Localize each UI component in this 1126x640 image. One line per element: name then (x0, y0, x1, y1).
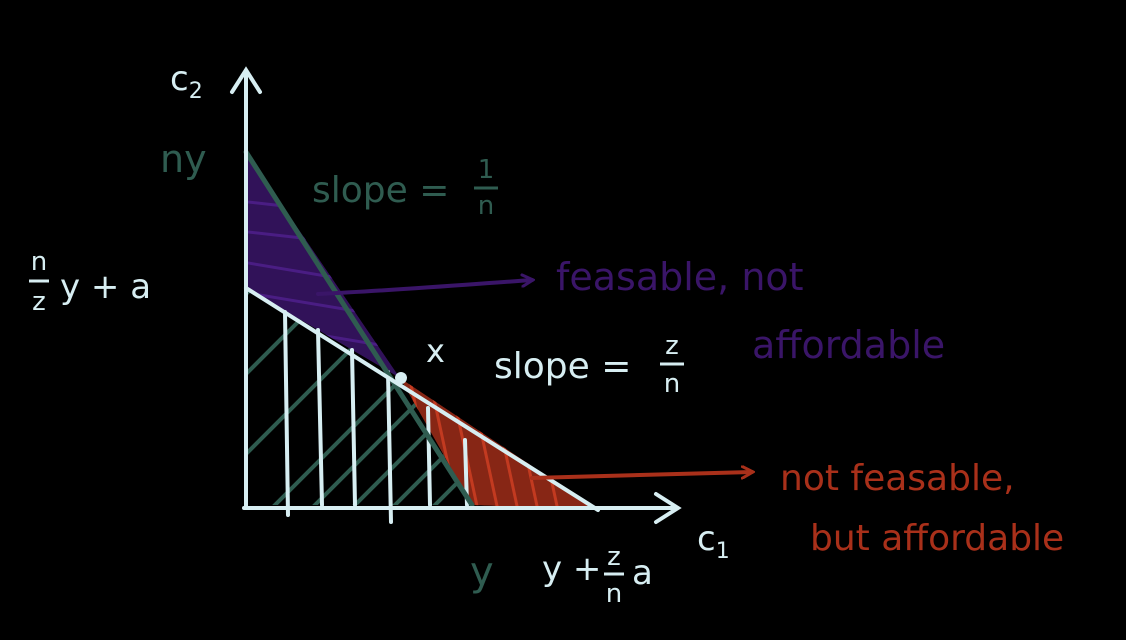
y-axis-arrowhead (230, 66, 262, 94)
y-axis-label: c2 (170, 59, 203, 104)
feasible-arrow (316, 280, 532, 296)
x-axis-label: c1 (697, 519, 730, 564)
feasible-line1: feasable, not (556, 255, 804, 299)
x-tick-denominator: n (606, 579, 622, 609)
y-tick-numerator: n (31, 247, 47, 277)
y-tick-fraction: n z y + a (29, 247, 151, 317)
slope1-denominator: n (478, 191, 494, 221)
x-tick-pre: y + (542, 549, 601, 589)
slope-annotation-1: slope = 1 n (312, 155, 498, 221)
affordable-arrow (530, 472, 752, 480)
feasible-line2: affordable (752, 323, 945, 367)
affordability-line (244, 286, 600, 512)
slope2-denominator: n (664, 369, 680, 399)
affordable-line2: but affordable (810, 518, 1064, 559)
intersection-point (395, 372, 407, 384)
x-axis-arrowhead (654, 492, 682, 524)
slope2-text: slope = (494, 346, 631, 387)
affordable-line1: not feasable, (780, 458, 1015, 499)
x-tick-y: y (470, 549, 494, 595)
feasibility-line (243, 149, 475, 508)
feasible-annotation: feasable, not affordable (556, 255, 945, 367)
x-tick-numerator: z (607, 542, 621, 572)
slope1-numerator: 1 (478, 155, 495, 185)
x-tick-post: a (632, 553, 653, 593)
point-label: x (426, 332, 445, 370)
slope2-numerator: z (665, 331, 679, 361)
slope-annotation-2: slope = z n (494, 331, 684, 399)
x-tick-fraction: y + z n a (542, 542, 653, 609)
y-tick-ny: ny (160, 137, 207, 181)
white-hatch-lines (283, 310, 469, 524)
affordable-annotation: not feasable, but affordable (780, 458, 1064, 559)
y-tick-denominator: z (32, 287, 46, 317)
slope1-text: slope = (312, 170, 449, 211)
y-tick-rest: y + a (60, 267, 151, 307)
